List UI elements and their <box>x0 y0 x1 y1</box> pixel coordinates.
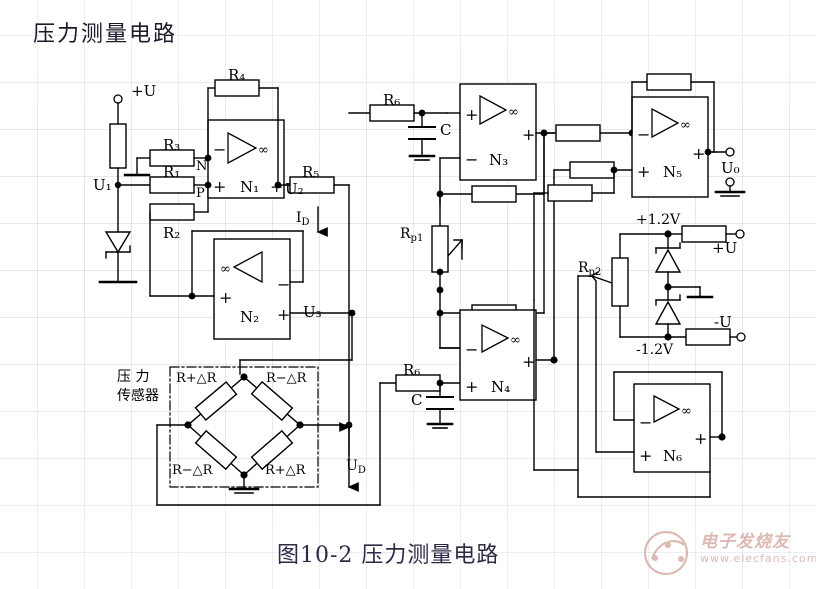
n1-out-plus: + <box>270 177 283 196</box>
n3-name: N₃ <box>489 151 508 169</box>
n4-name: N₄ <box>491 378 510 396</box>
opamp-n3 <box>436 83 576 205</box>
label-r6-bottom: R₆ <box>403 361 420 379</box>
label-sensor-line1: 压 力 <box>117 369 149 385</box>
watermark-url: www.elecfans.com <box>700 552 816 565</box>
page-title: 压力测量电路 <box>33 22 178 47</box>
r6-c-filter-bottom <box>379 374 461 429</box>
opamp-n1 <box>204 79 305 199</box>
feedback-bus-left <box>533 299 579 471</box>
r5-branch <box>277 176 350 431</box>
n1-plus: + <box>213 177 226 196</box>
label-u1: U₁ <box>93 176 112 194</box>
label-u0: U₀ <box>721 159 740 177</box>
label-bridge-bl: R−△R <box>172 463 214 478</box>
label-r1: R₁ <box>163 163 180 181</box>
label-bridge-tr: R−△R <box>266 371 308 386</box>
n3-out-plus: + <box>522 125 535 144</box>
watermark: 电子发烧友 www.elecfans.com <box>638 525 816 581</box>
opamp-n2 <box>188 230 356 375</box>
r6-c-filter-top <box>348 104 448 161</box>
opamp-n4 <box>439 169 558 401</box>
label-rp1: Rp1 <box>400 226 423 244</box>
label-r2: R₂ <box>163 224 180 242</box>
n4-infinity: ∞ <box>510 333 521 348</box>
label-bridge-tl: R+△R <box>176 371 218 386</box>
n1-name: N₁ <box>240 178 259 196</box>
n6-minus: − <box>639 413 652 432</box>
potentiometer-rp1 <box>431 132 545 349</box>
n6-infinity: ∞ <box>681 404 692 419</box>
n4-minus: − <box>465 340 478 359</box>
n1-infinity: ∞ <box>258 143 269 158</box>
n5-out-plus: + <box>692 144 705 163</box>
n5-infinity: ∞ <box>680 118 691 133</box>
label-zener-neg: -1.2V <box>636 342 674 358</box>
summing-resistor-network <box>533 124 636 301</box>
n4-out-plus: + <box>522 352 535 371</box>
n6-plus: + <box>639 446 652 465</box>
potentiometer-rp2 <box>577 257 711 498</box>
zener-reference-block <box>619 225 746 346</box>
label-r4: R₄ <box>228 66 245 84</box>
label-node-p: P <box>196 186 205 201</box>
label-c-bottom: C <box>411 391 422 409</box>
n2-name: N₂ <box>240 308 259 326</box>
n1-minus: − <box>213 140 226 159</box>
label-rail-pos: +U <box>712 239 737 257</box>
n5-name: N₅ <box>663 163 682 181</box>
label-r5: R₅ <box>302 163 319 181</box>
label-c-top: C <box>440 121 451 139</box>
n5-minus: − <box>637 125 650 144</box>
label-rp2: Rp2 <box>578 260 601 278</box>
schematic-labels: +U U₁ R₃ R₁ R₂ R₄ R₅ N P U₂ ID U₃ R₆ C R… <box>93 66 740 478</box>
n3-infinity: ∞ <box>508 105 519 120</box>
n5-plus: + <box>637 162 650 181</box>
n3-minus: − <box>465 150 478 169</box>
label-u3: U₃ <box>303 303 322 321</box>
label-bridge-br: R+△R <box>265 463 307 478</box>
watermark-logo-icon <box>643 530 689 576</box>
n2-infinity: ∞ <box>220 262 231 277</box>
watermark-brand: 电子发烧友 <box>700 532 790 552</box>
n4-plus: + <box>465 377 478 396</box>
opamp-n5 <box>631 73 746 198</box>
label-ud: UD <box>346 458 366 476</box>
label-u2: U₂ <box>285 180 304 198</box>
n6-name: N₆ <box>663 447 682 465</box>
n6-out-plus: + <box>694 429 707 448</box>
label-sensor-line2: 传感器 <box>117 387 159 404</box>
supply-input-branch <box>98 94 138 284</box>
n3-plus: + <box>465 105 478 124</box>
label-r3: R₃ <box>163 136 180 154</box>
label-id: ID <box>296 210 310 228</box>
n2-minus: − <box>277 275 290 294</box>
label-zener-pos: +1.2V <box>636 212 681 228</box>
label-rail-neg: -U <box>714 313 732 331</box>
label-node-n: N <box>196 159 207 174</box>
label-r6-top: R₆ <box>383 91 400 109</box>
opamp-n6 <box>595 281 726 473</box>
n2-out-plus: + <box>277 305 290 324</box>
n2-plus: + <box>219 288 232 307</box>
label-supply-pos: +U <box>131 82 156 100</box>
figure-caption: 图10-2 压力测量电路 <box>277 543 500 568</box>
pressure-sensor-bridge <box>156 366 381 506</box>
